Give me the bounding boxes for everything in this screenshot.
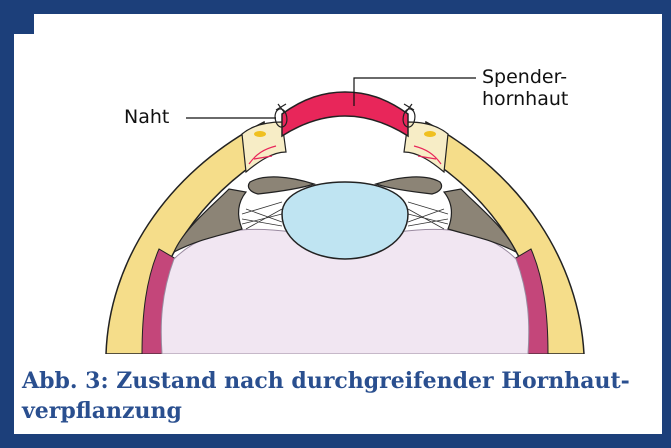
donor-cornea <box>282 92 408 136</box>
donor-cornea-label-line2: hornhaut <box>482 88 568 110</box>
host-cornea-rim <box>404 122 448 172</box>
figure-panel: Naht Spender- hornhaut Abb. 3: Zustand n… <box>14 14 662 434</box>
figure-caption: Abb. 3: Zustand nach durchgreifender Hor… <box>22 366 662 426</box>
host-cornea-rim <box>242 122 286 172</box>
corner-mark <box>14 14 34 34</box>
caption-line: Abb. 3: Zustand nach durchgreifender Hor… <box>22 366 662 396</box>
donor-cornea-label-line1: Spender- <box>482 66 567 88</box>
caption-line: verpflanzung <box>22 396 662 426</box>
suture-label: Naht <box>124 106 169 128</box>
eye-cross-section-diagram <box>14 14 662 354</box>
